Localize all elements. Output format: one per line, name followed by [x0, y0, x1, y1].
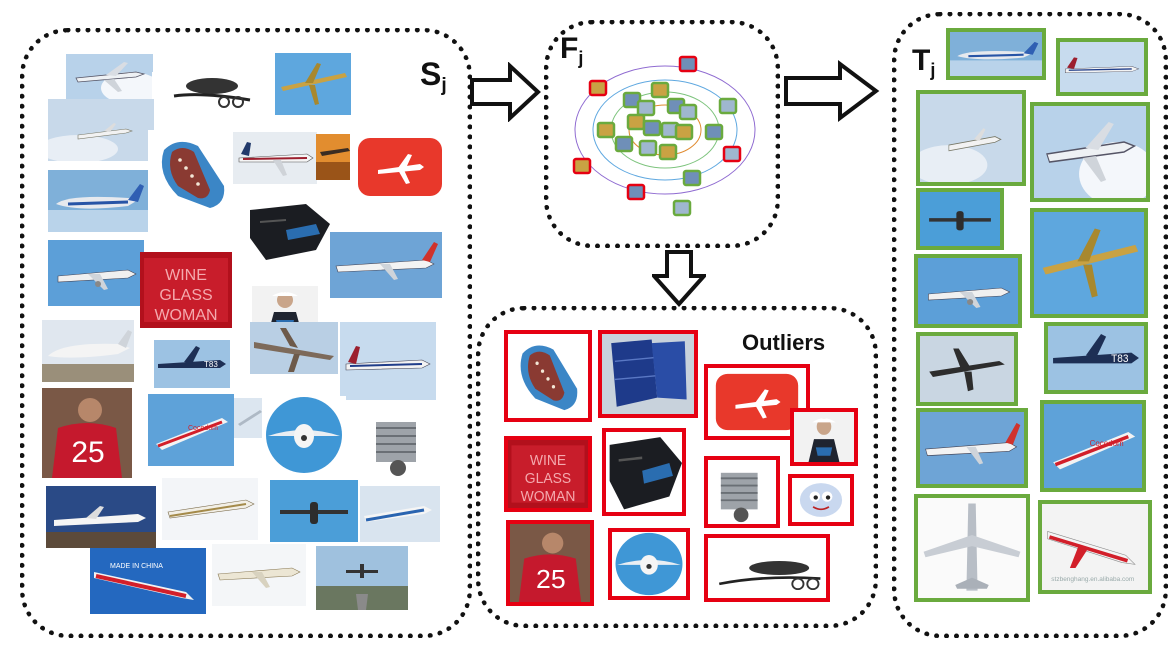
outlier-seat-photo	[598, 330, 698, 418]
airplane-photo: MADE IN CHINA	[90, 548, 206, 614]
svg-text:GLASS: GLASS	[159, 287, 212, 304]
source-set-label: Sj	[420, 56, 447, 96]
target-airplane-photo: stzbenghang.en.alibaba.com	[1038, 500, 1152, 594]
svg-text:Cocodom: Cocodom	[188, 425, 218, 432]
inlier-thumbnail	[650, 81, 670, 99]
svg-text:WOMAN: WOMAN	[154, 307, 217, 324]
poster-photo: WINE GLASS WOMAN	[140, 252, 232, 328]
airplane-photo	[262, 396, 346, 474]
inlier-thumbnail	[642, 119, 662, 137]
target-airplane-photo	[1056, 38, 1148, 96]
inlier-thumbnail	[614, 135, 634, 153]
outlier-cookie-photo	[504, 330, 592, 422]
inlier-thumbnail	[672, 199, 692, 217]
target-airplane-photo	[916, 408, 1028, 488]
svg-text:GLASS: GLASS	[525, 470, 571, 486]
target-airplane-photo	[916, 188, 1004, 250]
airplane-photo	[212, 544, 306, 606]
airplane-photo	[270, 480, 358, 542]
right-arrow-icon	[784, 60, 880, 122]
inlier-thumbnail	[674, 123, 694, 141]
outlier-thumbnail	[722, 145, 742, 163]
outlier-poster-photo: WINE GLASS WOMAN	[504, 436, 592, 512]
cookie-photo	[148, 130, 236, 216]
target-airplane-photo: Cocodom	[1040, 400, 1146, 492]
airplane-photo	[48, 240, 144, 306]
inlier-thumbnail	[596, 121, 616, 139]
outlier-person-photo	[790, 408, 858, 466]
svg-text:stzbenghang.en.alibaba.com: stzbenghang.en.alibaba.com	[1051, 576, 1134, 583]
target-airplane-photo	[916, 332, 1018, 406]
airplane-photo	[250, 322, 338, 374]
airplane-photo	[42, 320, 134, 382]
svg-text:WINE: WINE	[530, 452, 566, 468]
svg-text:Cocodom: Cocodom	[1090, 439, 1124, 448]
inlier-thumbnail	[678, 103, 698, 121]
airplane-photo	[316, 134, 352, 180]
outlier-thumbnail	[626, 183, 646, 201]
right-arrow-icon	[470, 62, 541, 122]
svg-text:25: 25	[71, 436, 104, 469]
outlier-thumbnail	[572, 157, 592, 175]
svg-text:MADE IN CHINA: MADE IN CHINA	[110, 563, 163, 570]
inlier-thumbnail	[636, 99, 656, 117]
outlier-toy-face-photo	[788, 474, 854, 526]
target-airplane-photo	[914, 494, 1030, 602]
person-photo: 25	[42, 388, 132, 478]
inlier-thumbnail	[718, 97, 738, 115]
airplane-photo	[162, 478, 258, 540]
outlier-jacket-photo	[602, 428, 686, 516]
outlier-airplane-nose-photo	[608, 528, 690, 600]
outlier-engine-photo	[704, 456, 780, 528]
outlier-thumbnail	[588, 79, 608, 97]
inlier-thumbnail	[626, 113, 646, 131]
airplane-photo	[360, 486, 440, 542]
airplane-photo	[316, 546, 408, 610]
feature-space-panel	[544, 20, 780, 248]
airplane-photo	[233, 132, 317, 184]
inlier-thumbnail	[704, 123, 724, 141]
target-airplane-photo	[946, 28, 1046, 80]
target-airplane-photo	[914, 254, 1022, 328]
target-airplane-photo	[916, 90, 1026, 186]
outliers-panel	[476, 306, 878, 628]
svg-text:WINE: WINE	[165, 267, 207, 284]
outlier-sunglasses-photo	[704, 534, 830, 602]
svg-text:25: 25	[536, 564, 566, 594]
outliers-label: Outliers	[742, 330, 826, 355]
svg-text:T83: T83	[204, 360, 218, 369]
airplane-photo	[340, 322, 436, 400]
target-set-panel	[892, 12, 1168, 638]
svg-text:WOMAN: WOMAN	[521, 488, 576, 504]
airplane-photo: T83	[154, 340, 230, 388]
svg-text:T83: T83	[1111, 354, 1129, 365]
inlier-thumbnail	[658, 143, 678, 161]
sunglasses-photo	[152, 72, 252, 110]
airplane-photo	[48, 99, 154, 161]
airplane-photo	[48, 170, 148, 232]
target-airplane-photo: T83	[1044, 322, 1148, 394]
outlier-thumbnail	[678, 55, 698, 73]
airplane-photo	[46, 486, 156, 548]
jacket-photo	[246, 200, 330, 262]
airplane-photo	[275, 53, 351, 115]
target-set-label: Tj	[912, 44, 936, 80]
outlier-jersey-photo: 25	[506, 520, 594, 606]
source-set-panel	[20, 28, 472, 638]
feature-space-scatter	[572, 55, 756, 217]
airplane-photo	[66, 54, 153, 100]
airplane-photo: Cocodom	[148, 394, 234, 466]
target-airplane-photo	[1030, 208, 1148, 318]
suitcase-photo	[350, 132, 450, 202]
outlier-suitcase-photo	[704, 364, 810, 440]
inlier-thumbnail	[638, 139, 658, 157]
target-airplane-photo	[1030, 102, 1150, 202]
airplane-photo	[330, 232, 442, 298]
engine-photo	[362, 408, 436, 478]
inlier-thumbnail	[682, 169, 702, 187]
airplane-photo	[234, 398, 264, 438]
feature-space-label: Fj	[560, 32, 584, 68]
down-arrow-icon	[652, 250, 706, 308]
